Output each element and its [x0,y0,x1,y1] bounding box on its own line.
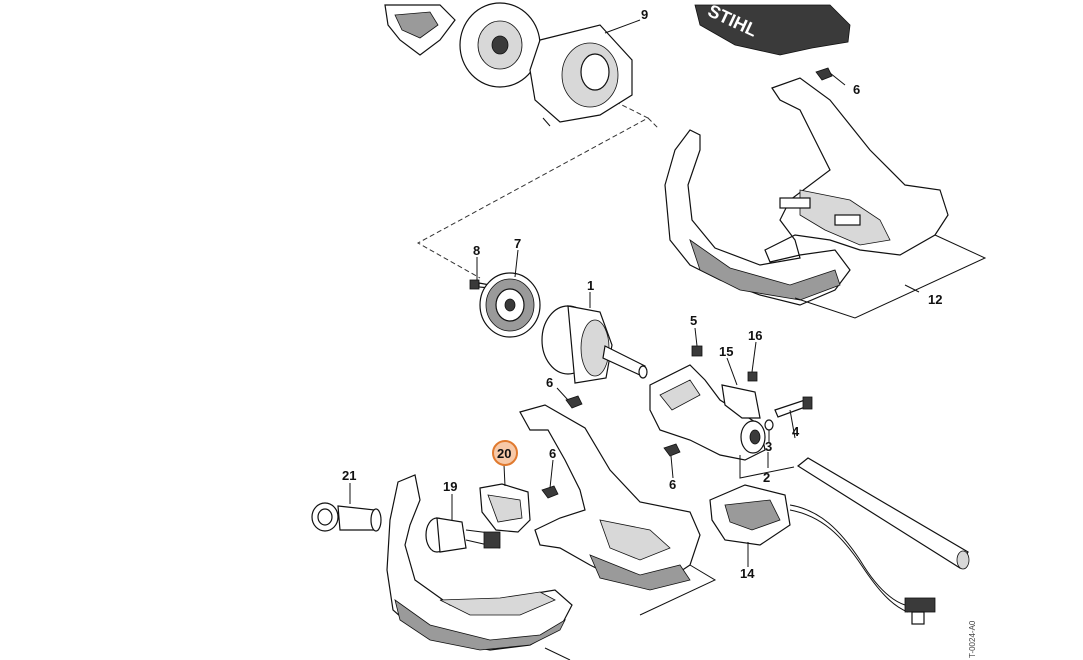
callout-12: 12 [928,292,942,307]
callout-15: 15 [719,344,733,359]
part-motor-carrier [649,364,766,461]
part-handle-shell-left-inner [519,404,701,591]
part-19-socket [425,517,501,553]
callout-4: 4 [792,424,800,439]
callout-6-motor: 6 [546,375,553,390]
assembly-outline-handle-right [794,234,987,319]
callout-3: 3 [765,439,772,454]
callout-14: 14 [740,566,755,581]
callout-1: 1 [587,278,594,293]
callout-7: 7 [514,236,521,251]
screw-4 [774,396,813,418]
callout-16: 16 [748,328,762,343]
screw-6c [663,443,681,457]
screw-5 [691,345,703,357]
callout-20-highlight[interactable]: 20 [492,440,518,466]
washer-3 [764,419,774,431]
assembly-outline-upper [416,97,659,279]
part-handle-shell-left [386,474,573,651]
callout-21: 21 [342,468,356,483]
callout-labels: 9 6 12 8 7 1 5 16 15 6 4 3 2 20 6 6 21 1… [342,7,942,581]
callout-6-carrier: 6 [669,477,676,492]
part-9-starter-housing [529,24,633,127]
part-top-cover: STIHL [694,1,851,56]
callout-leaders [349,19,920,567]
callout-6-left-shell: 6 [549,446,556,461]
callout-20: 20 [497,446,511,461]
drawing-number: T-0024-A0 [968,620,977,658]
part-2-drive-tube [739,455,970,570]
part-21-connector [311,502,382,532]
callout-2: 2 [763,470,770,485]
part-1-motor [541,305,648,384]
part-20-cable-holder [479,483,531,533]
screw-6a [815,67,846,86]
callout-9: 9 [641,7,648,22]
part-blower-housing-top [384,2,541,88]
part-15-clip-plate [721,384,761,419]
callout-8: 8 [473,243,480,258]
callout-19: 19 [443,479,457,494]
screw-16 [747,371,758,382]
screw-6b [565,395,583,409]
highlight-circle [492,440,518,466]
part-12-handle-shell-right [664,77,949,306]
callout-5: 5 [690,313,697,328]
part-7-fan-wheel [479,272,541,338]
part-14-switch-cable [709,484,936,625]
assembly-outline-handle-left [544,564,717,660]
callout-6-top-right: 6 [853,82,860,97]
